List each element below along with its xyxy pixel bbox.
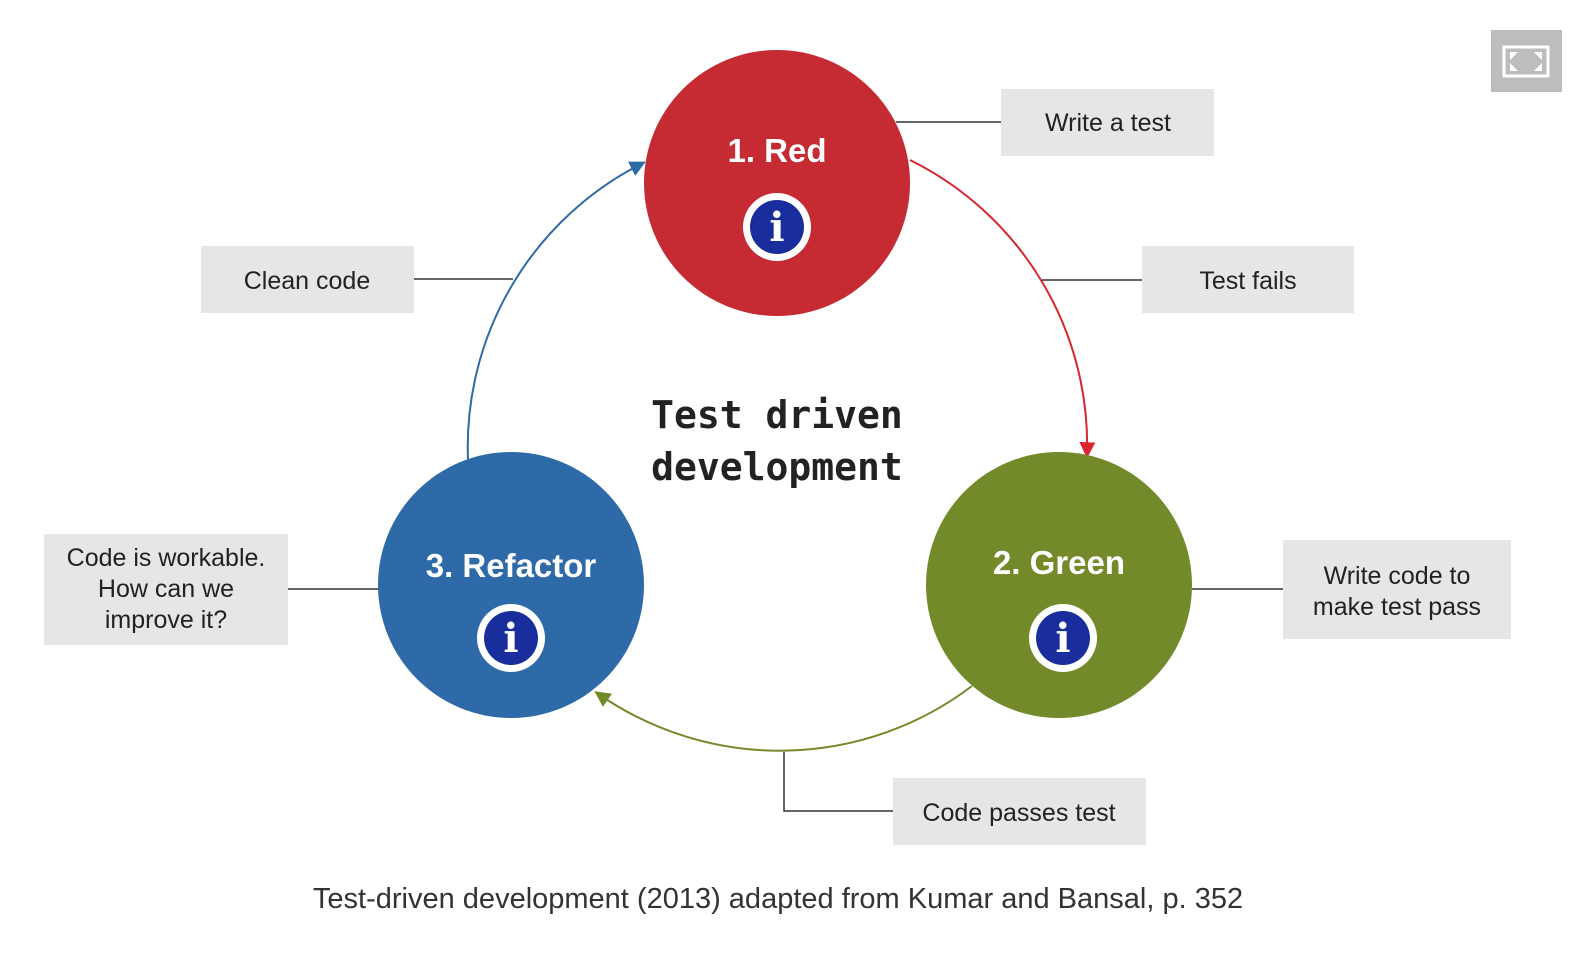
- label-code-workable: Code is workable. How can we improve it?: [44, 534, 288, 645]
- stage-refactor[interactable]: 3. Refactor i: [378, 452, 644, 718]
- diagram-title-line-2: development: [651, 445, 903, 489]
- leader-code-passes: [783, 752, 893, 812]
- svg-text:Clean code: Clean code: [244, 267, 370, 295]
- svg-text:improve it?: improve it?: [105, 606, 227, 634]
- label-code-passes: Code passes test: [893, 778, 1146, 845]
- info-icon[interactable]: i: [477, 604, 545, 672]
- stage-red[interactable]: 1. Red i: [644, 50, 910, 316]
- stage-red-title: 1. Red: [727, 132, 826, 169]
- label-write-code: Write code to make test pass: [1283, 540, 1511, 639]
- svg-text:Write code to: Write code to: [1324, 562, 1471, 590]
- svg-text:Write a test: Write a test: [1045, 109, 1171, 137]
- stage-green[interactable]: 2. Green i: [926, 452, 1192, 718]
- stage-green-title: 2. Green: [993, 544, 1125, 581]
- svg-text:Code is workable.: Code is workable.: [67, 544, 266, 572]
- stage-refactor-circle: [378, 452, 644, 718]
- label-write-a-test: Write a test: [1001, 89, 1214, 156]
- svg-text:Test fails: Test fails: [1199, 267, 1296, 295]
- fullscreen-icon: [1502, 45, 1550, 78]
- svg-text:Code passes test: Code passes test: [922, 799, 1115, 827]
- info-icon[interactable]: i: [1029, 604, 1097, 672]
- svg-text:How can we: How can we: [98, 575, 234, 603]
- arrow-green-to-refactor: [594, 685, 973, 752]
- label-test-fails: Test fails: [1142, 246, 1354, 313]
- diagram-title: Test driven: [651, 393, 903, 437]
- fullscreen-button[interactable]: [1491, 30, 1562, 92]
- label-clean-code: Clean code: [201, 246, 414, 313]
- arrow-refactor-to-red: [466, 161, 646, 461]
- figure-caption: Test-driven development (2013) adapted f…: [313, 883, 1243, 915]
- stage-red-circle: [644, 50, 910, 316]
- stage-refactor-title: 3. Refactor: [426, 547, 597, 584]
- svg-text:make test pass: make test pass: [1313, 593, 1481, 621]
- stage-green-circle: [926, 452, 1192, 718]
- arrow-red-to-green: [909, 159, 1096, 459]
- svg-text:i: i: [1055, 615, 1070, 662]
- svg-text:i: i: [769, 204, 784, 251]
- svg-text:i: i: [503, 615, 518, 662]
- info-icon[interactable]: i: [743, 193, 811, 261]
